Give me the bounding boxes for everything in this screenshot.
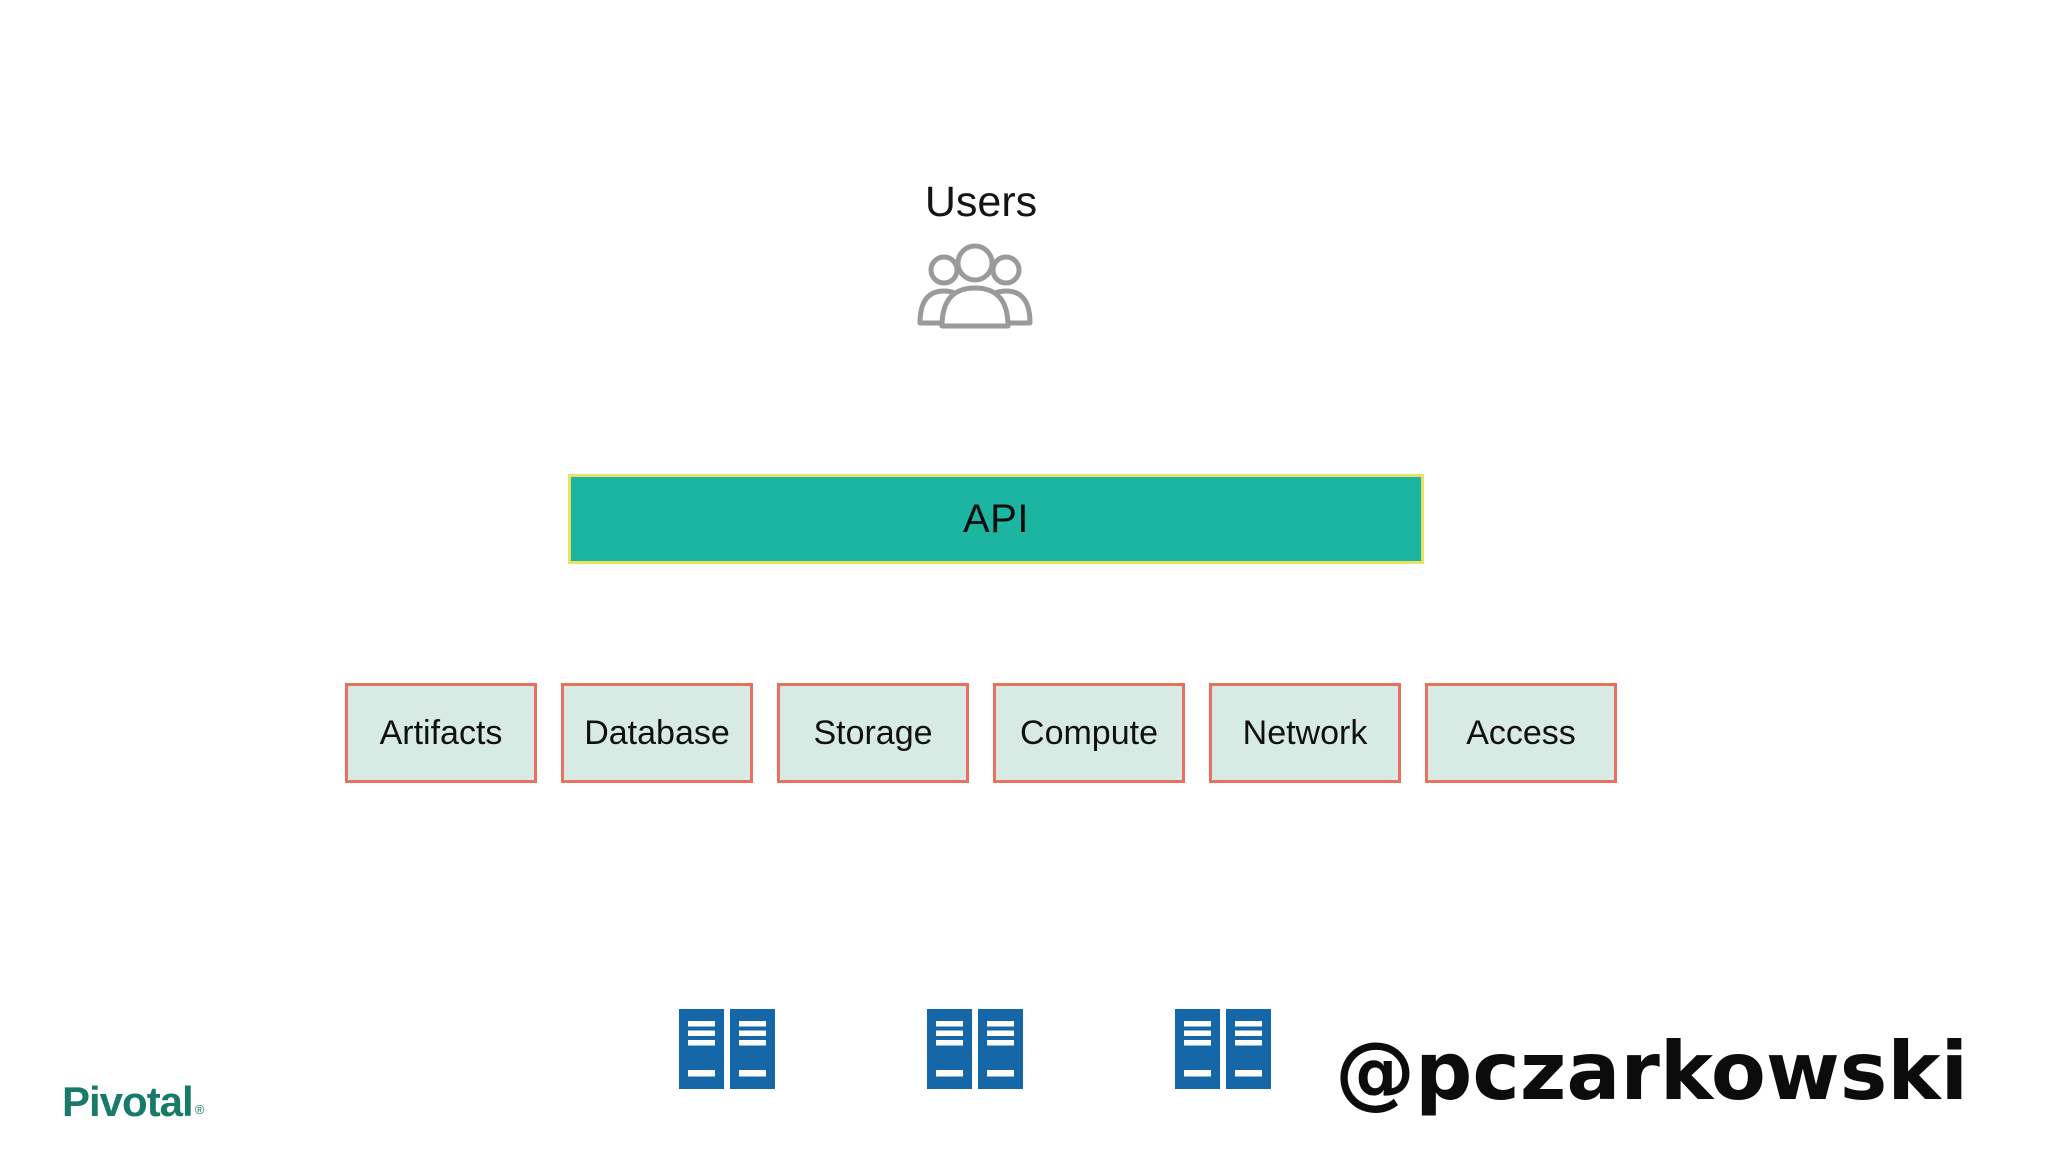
resource-label: Compute	[1020, 713, 1158, 752]
server-rack-icon	[927, 1009, 1023, 1089]
resource-label: Artifacts	[379, 713, 503, 752]
resource-label: Network	[1242, 713, 1368, 752]
resources-row: Artifacts Database Storage Compute Netwo…	[345, 683, 1617, 783]
resource-label: Database	[584, 713, 730, 752]
resource-box-access: Access	[1425, 683, 1617, 783]
resource-label: Access	[1466, 713, 1576, 752]
resource-box-artifacts: Artifacts	[345, 683, 537, 783]
servers-row	[679, 1009, 1271, 1089]
resource-label: Storage	[813, 713, 933, 752]
resource-box-database: Database	[561, 683, 753, 783]
pivotal-logo-text: Pivotal	[62, 1078, 194, 1125]
api-bar: API	[568, 474, 1424, 564]
resource-box-compute: Compute	[993, 683, 1185, 783]
server-rack-icon	[1175, 1009, 1271, 1089]
users-label: Users	[924, 178, 1038, 226]
pivotal-logo: Pivotal®	[62, 1078, 205, 1126]
server-rack-icon	[679, 1009, 775, 1089]
registered-trademark-icon: ®	[194, 1102, 205, 1117]
api-label: API	[963, 496, 1029, 541]
resource-box-storage: Storage	[777, 683, 969, 783]
author-handle: @pczarkowski	[1335, 1025, 1968, 1118]
users-group-icon	[917, 243, 1033, 329]
resource-box-network: Network	[1209, 683, 1401, 783]
